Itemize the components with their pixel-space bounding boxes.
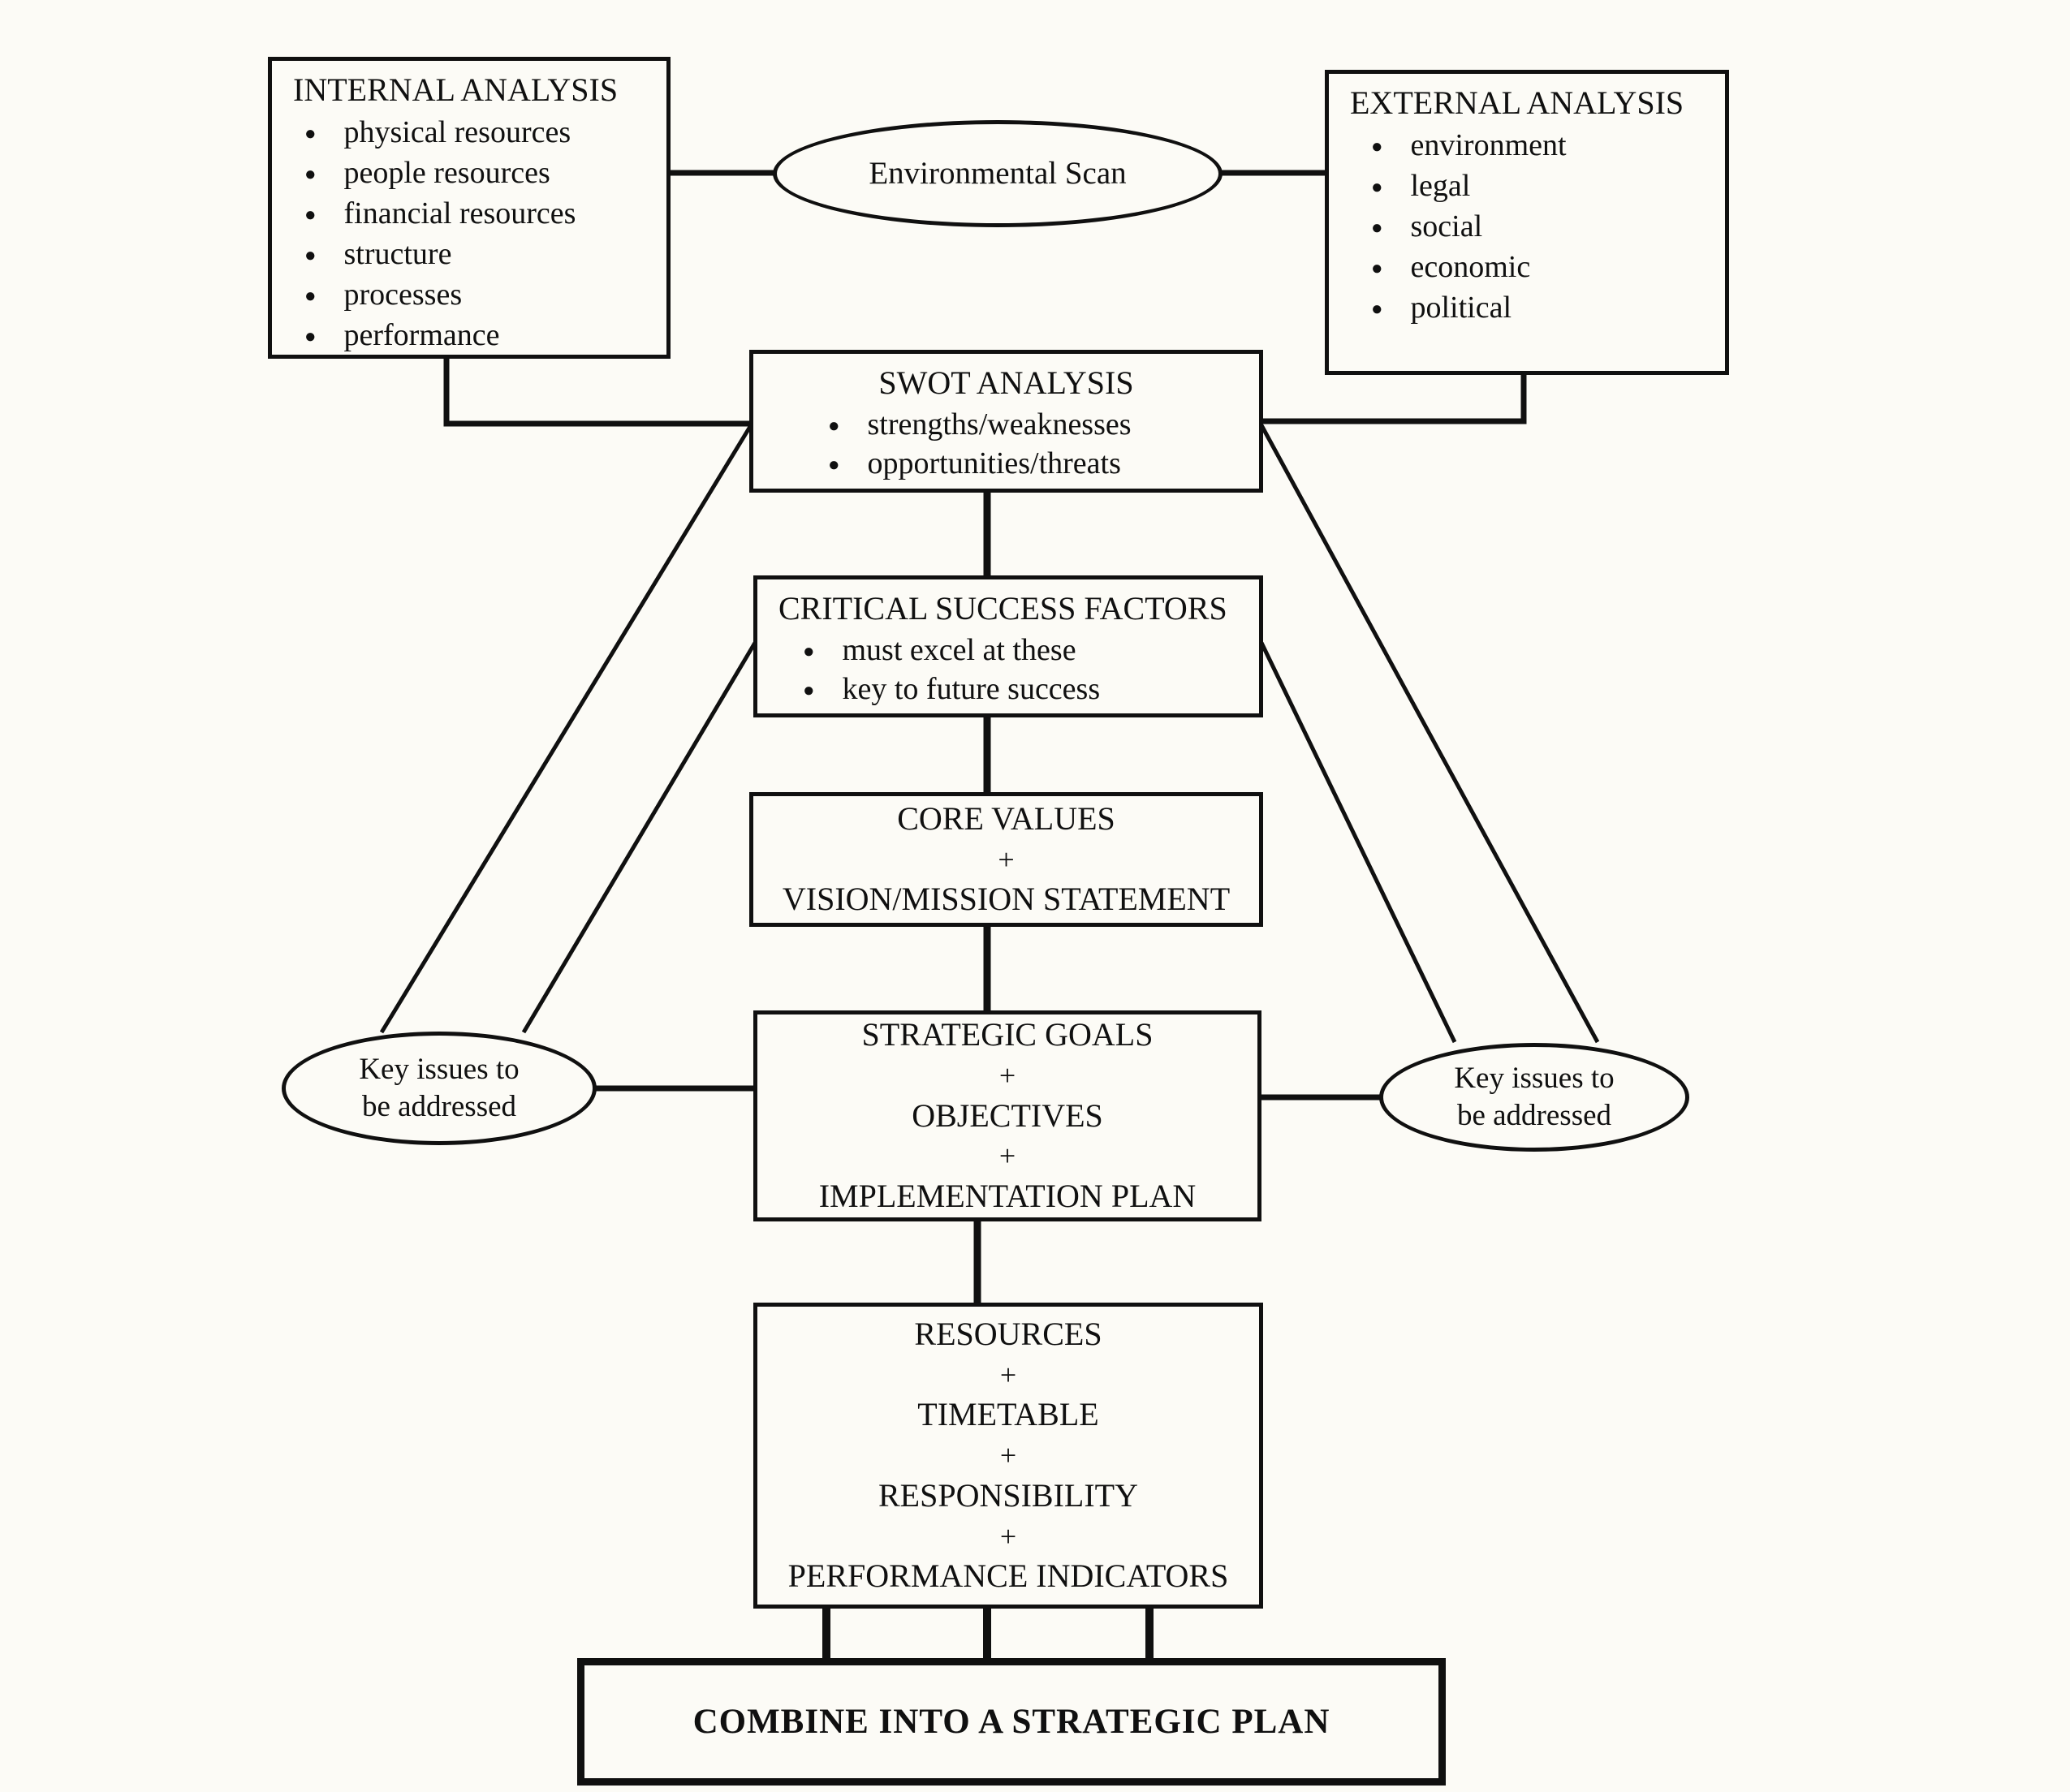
plus-sign: + [999,1519,1017,1553]
performance-indicators-line: PERFORMANCE INDICATORS [787,1557,1229,1595]
core-values-line: CORE VALUES [897,799,1115,837]
bullet-icon: ● [304,286,317,307]
swot-analysis-box: SWOT ANALYSIS ● strengths/weaknesses ● o… [749,350,1263,493]
list-item: ● performance [304,316,666,356]
vision-mission-line: VISION/MISSION STATEMENT [782,881,1231,918]
resources-line: RESOURCES [914,1315,1102,1352]
bullet-icon: ● [304,326,317,347]
list-item-label: social [1410,209,1483,244]
list-item-label: must excel at these [842,633,1076,668]
critical-success-factors-title: CRITICAL SUCCESS FACTORS [778,590,1227,627]
environmental-scan-label: Environmental Scan [869,155,1127,191]
responsibility-line: RESPONSIBILITY [878,1476,1139,1514]
key-issues-left-line1: Key issues to [359,1052,520,1086]
bullet-icon: ● [828,416,840,437]
list-item-label: opportunities/threats [867,446,1121,481]
critical-success-factors-list: ● must excel at these ● key to future su… [757,631,1259,709]
list-item-label: performance [343,318,500,353]
key-issues-right-line2: be addressed [1456,1099,1612,1132]
bullet-icon: ● [304,205,317,226]
list-item: ● key to future success [803,670,1259,709]
bullet-icon: ● [828,454,840,476]
bullet-icon: ● [304,245,317,266]
list-item-label: physical resources [343,115,571,150]
swot-analysis-list: ● strengths/weaknesses ● opportunities/t… [753,406,1259,484]
list-item: ● processes [304,275,666,316]
internal-analysis-title: INTERNAL ANALYSIS [293,71,619,108]
critical-success-factors-box: CRITICAL SUCCESS FACTORS ● must excel at… [753,575,1263,717]
plus-sign: + [999,1439,1017,1472]
combine-strategic-plan-label: COMBINE INTO A STRATEGIC PLAN [692,1703,1330,1741]
external-analysis-list: ● environment ● legal ● social ● economi… [1329,126,1725,329]
plus-sign: + [998,1058,1016,1092]
core-values-box: CORE VALUES + VISION/MISSION STATEMENT [749,792,1263,927]
list-item-label: political [1410,291,1512,325]
list-item: ● environment [1371,126,1725,166]
key-issues-left-label: Key issues to be addressed [359,1051,519,1126]
list-item-label: key to future success [842,672,1101,707]
list-item-label: economic [1410,250,1531,285]
plus-sign: + [998,842,1015,876]
bullet-icon: ● [1371,218,1383,239]
objectives-line: OBJECTIVES [912,1096,1103,1134]
bullet-icon: ● [803,641,815,662]
key-issues-right-label: Key issues to be addressed [1454,1060,1614,1135]
combine-strategic-plan-box: COMBINE INTO A STRATEGIC PLAN [577,1658,1446,1786]
bullet-icon: ● [1371,299,1383,320]
list-item: ● must excel at these [803,631,1259,670]
bullet-icon: ● [1371,177,1383,198]
list-item-label: legal [1410,169,1471,204]
strategic-goals-box: STRATEGIC GOALS + OBJECTIVES + IMPLEMENT… [753,1010,1261,1221]
bullet-icon: ● [1371,258,1383,279]
bullet-icon: ● [1371,136,1383,157]
bullet-icon: ● [304,164,317,185]
external-analysis-title: EXTERNAL ANALYSIS [1350,84,1684,121]
internal-analysis-list: ● physical resources ● people resources … [272,113,666,356]
bullet-icon: ● [304,123,317,144]
key-issues-right-ellipse: Key issues to be addressed [1379,1043,1689,1152]
list-item: ● legal [1371,166,1725,207]
key-issues-left-ellipse: Key issues to be addressed [282,1032,597,1145]
key-issues-left-line2: be addressed [361,1090,517,1123]
swot-analysis-title: SWOT ANALYSIS [878,364,1134,401]
implementation-plan-line: IMPLEMENTATION PLAN [818,1178,1197,1215]
key-issues-right-line1: Key issues to [1454,1061,1615,1095]
timetable-line: TIMETABLE [917,1396,1099,1433]
list-item-label: processes [343,278,463,312]
list-item: ● opportunities/threats [828,445,1259,484]
resources-box: RESOURCES + TIMETABLE + RESPONSIBILITY +… [753,1303,1263,1609]
external-analysis-box: EXTERNAL ANALYSIS ● environment ● legal … [1325,70,1729,375]
bullet-icon: ● [803,680,815,701]
list-item: ● economic [1371,248,1725,288]
list-item: ● structure [304,235,666,275]
list-item-label: people resources [343,156,550,191]
list-item: ● physical resources [304,113,666,153]
list-item: ● people resources [304,153,666,194]
list-item-label: financial resources [343,196,576,231]
list-item: ● financial resources [304,194,666,235]
list-item: ● political [1371,288,1725,329]
list-item: ● strengths/weaknesses [828,406,1259,445]
list-item-label: environment [1410,128,1567,163]
plus-sign: + [998,1139,1016,1173]
list-item: ● social [1371,207,1725,248]
list-item-label: structure [343,237,452,272]
plus-sign: + [999,1358,1017,1391]
internal-analysis-box: INTERNAL ANALYSIS ● physical resources ●… [268,57,671,359]
strategic-goals-line: STRATEGIC GOALS [861,1016,1154,1053]
environmental-scan-ellipse: Environmental Scan [773,120,1223,227]
list-item-label: strengths/weaknesses [867,407,1132,442]
